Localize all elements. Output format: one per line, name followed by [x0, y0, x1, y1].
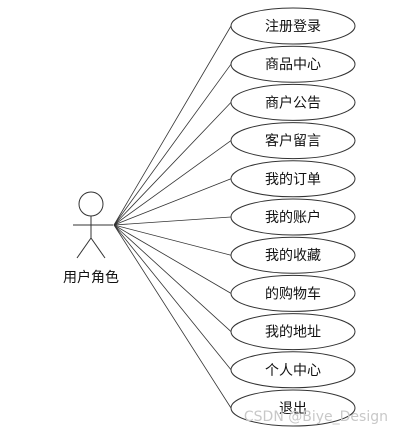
use-case-ellipse: [230, 236, 356, 274]
use-case-ellipse: [230, 83, 356, 121]
use-case-ellipse: [230, 45, 356, 83]
use-case: 我的账户: [230, 198, 356, 236]
use-case: 个人中心: [230, 351, 356, 389]
use-case-ellipse: [230, 122, 356, 160]
use-case-ellipse: [230, 313, 356, 351]
use-case-ellipse: [230, 7, 356, 45]
connector-line: [113, 224, 232, 371]
use-case-label: 商品中心: [265, 57, 321, 73]
use-case: 我的收藏: [230, 236, 356, 274]
use-case-ellipse: [230, 351, 356, 389]
use-case: 注册登录: [230, 7, 356, 45]
use-case: 商户公告: [230, 83, 356, 121]
use-case-label: 个人中心: [265, 363, 321, 379]
actor: [73, 191, 113, 259]
use-case-label: 我的账户: [265, 209, 321, 226]
use-case: 客户留言: [230, 122, 356, 160]
use-case: 我的地址: [230, 313, 356, 351]
connector-line: [113, 178, 232, 226]
use-case-label: 商户公告: [265, 94, 321, 111]
connector-line: [113, 224, 232, 256]
connectors: [113, 25, 232, 409]
connector-line: [113, 102, 232, 226]
use-case: 商品中心: [230, 45, 356, 83]
use-cases: 注册登录商品中心商户公告客户留言我的订单我的账户我的收藏的购物车我的地址个人中心…: [230, 7, 356, 427]
connector-line: [113, 63, 232, 226]
use-case-ellipse: [230, 389, 356, 427]
connector-line: [113, 216, 232, 226]
connector-line: [113, 224, 232, 294]
actor-left-leg: [76, 237, 92, 259]
use-case-ellipse: [230, 198, 356, 236]
connector-line: [113, 140, 232, 226]
actor-label: 用户角色: [63, 269, 119, 286]
use-case: 的购物车: [230, 274, 356, 312]
use-case-label: 客户留言: [265, 133, 321, 150]
use-case-label: 的购物车: [265, 285, 321, 302]
connector-line: [113, 25, 232, 226]
use-case: 我的订单: [230, 160, 356, 198]
use-case-ellipse: [230, 274, 356, 312]
actor-head: [78, 191, 104, 217]
use-case: 退出: [230, 389, 356, 427]
use-case-label: 我的订单: [265, 172, 321, 188]
use-case-ellipse: [230, 160, 356, 198]
connector-line: [113, 224, 232, 332]
use-case-label: 我的收藏: [265, 248, 321, 264]
actor-right-leg: [90, 237, 106, 259]
use-case-label: 注册登录: [265, 19, 321, 35]
connector-line: [113, 224, 232, 409]
use-case-label: 我的地址: [265, 325, 321, 341]
watermark: CSDN @Biye_Design: [244, 409, 388, 425]
use-case-label: 退出: [279, 401, 307, 417]
